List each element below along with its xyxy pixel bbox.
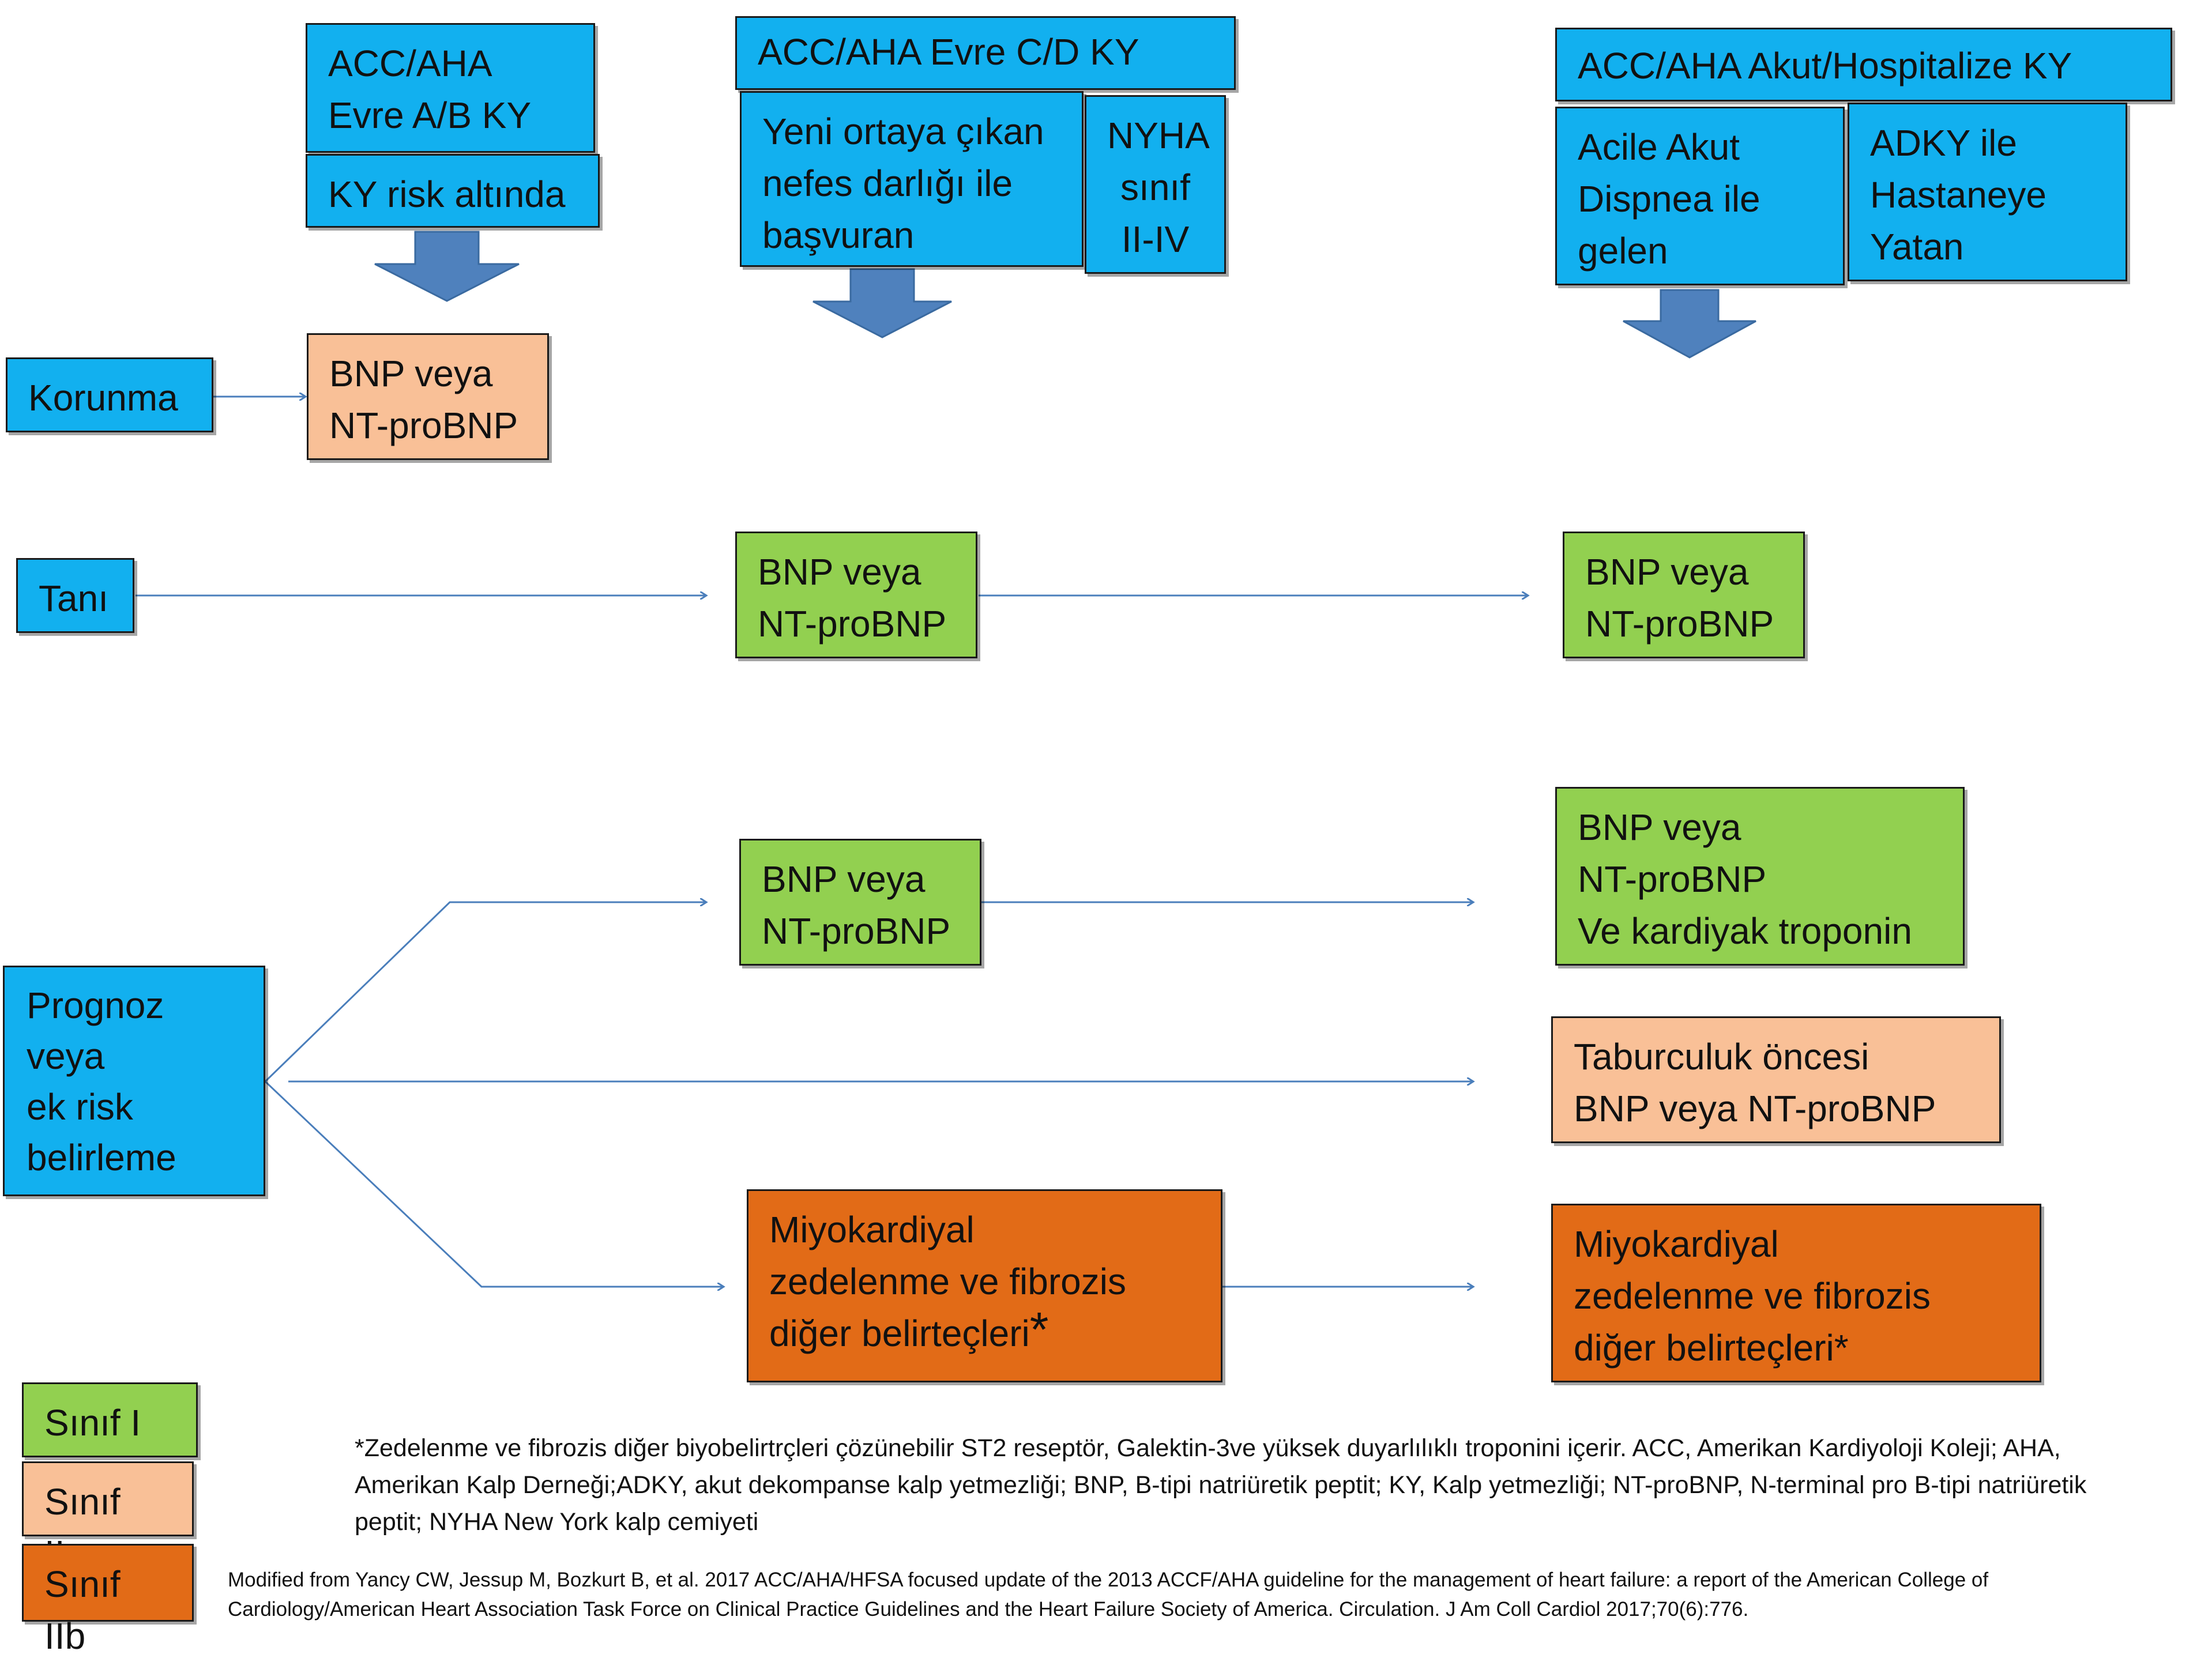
- down-arrow-acute-icon: [1623, 289, 1756, 359]
- node-korunma-bnp: BNP veya NT-proBNP: [307, 333, 549, 460]
- header-acute-hospitalized: ACC/AHA Akut/Hospitalize KY: [1555, 28, 2172, 101]
- header-nyha: NYHA sınıf II-IV: [1085, 95, 1226, 274]
- node-tani-acute-bnp: BNP veya NT-proBNP: [1563, 532, 1805, 658]
- node-prognoz-cd-bnp: BNP veya NT-proBNP: [739, 839, 981, 966]
- node-miyo-cd-star: *: [1029, 1302, 1049, 1356]
- arrow-prognoz-to-cd: [264, 902, 706, 1083]
- node-prognoz-acute-bnp-troponin: BNP veya NT-proBNP Ve kardiyak troponin: [1555, 787, 1965, 966]
- header-adky-hospital: ADKY ile Hastaneye Yatan: [1848, 103, 2127, 281]
- header-stage-cd: ACC/AHA Evre C/D KY: [735, 16, 1236, 90]
- legend-sinif-1: Sınıf I: [22, 1382, 198, 1457]
- legend-sinif-2b: Sınıf IIb: [22, 1544, 194, 1657]
- row-label-prognoz: Prognoz veya ek risk belirleme: [3, 966, 265, 1196]
- node-miyo-cd-text: Miyokardiyal zedelenme ve fibrozis diğer…: [769, 1209, 1126, 1354]
- row-label-korunma: Korunma: [6, 357, 213, 432]
- node-miyo-cd: Miyokardiyal zedelenme ve fibrozis diğer…: [747, 1189, 1222, 1382]
- node-taburculuk: Taburculuk öncesi BNP veya NT-proBNP: [1551, 1016, 2001, 1143]
- node-miyo-acute: Miyokardiyal zedelenme ve fibrozis diğer…: [1551, 1204, 2041, 1382]
- node-tani-cd-bnp: BNP veya NT-proBNP: [735, 532, 977, 658]
- reference: Modified from Yancy CW, Jessup M, Bozkur…: [228, 1569, 1989, 1620]
- footnote: *Zedelenme ve fibrozis diğer biyobelirtr…: [355, 1434, 2087, 1536]
- header-acute-dyspnea: Acile Akut Dispnea ile gelen: [1555, 107, 1845, 285]
- down-arrow-ab-icon: [374, 231, 520, 302]
- header-stage-ab: ACC/AHA Evre A/B KY: [306, 23, 595, 153]
- down-arrow-cd-icon: [812, 268, 952, 338]
- legend-sinif-2a: Sınıf IIa: [22, 1461, 194, 1574]
- arrow-prognoz-to-miyo: [264, 1080, 724, 1287]
- row-label-tani: Tanı: [16, 558, 134, 633]
- header-new-dyspnea: Yeni ortaya çıkan nefes darlığı ile başv…: [740, 91, 1084, 267]
- header-ky-risk: KY risk altında: [306, 154, 600, 228]
